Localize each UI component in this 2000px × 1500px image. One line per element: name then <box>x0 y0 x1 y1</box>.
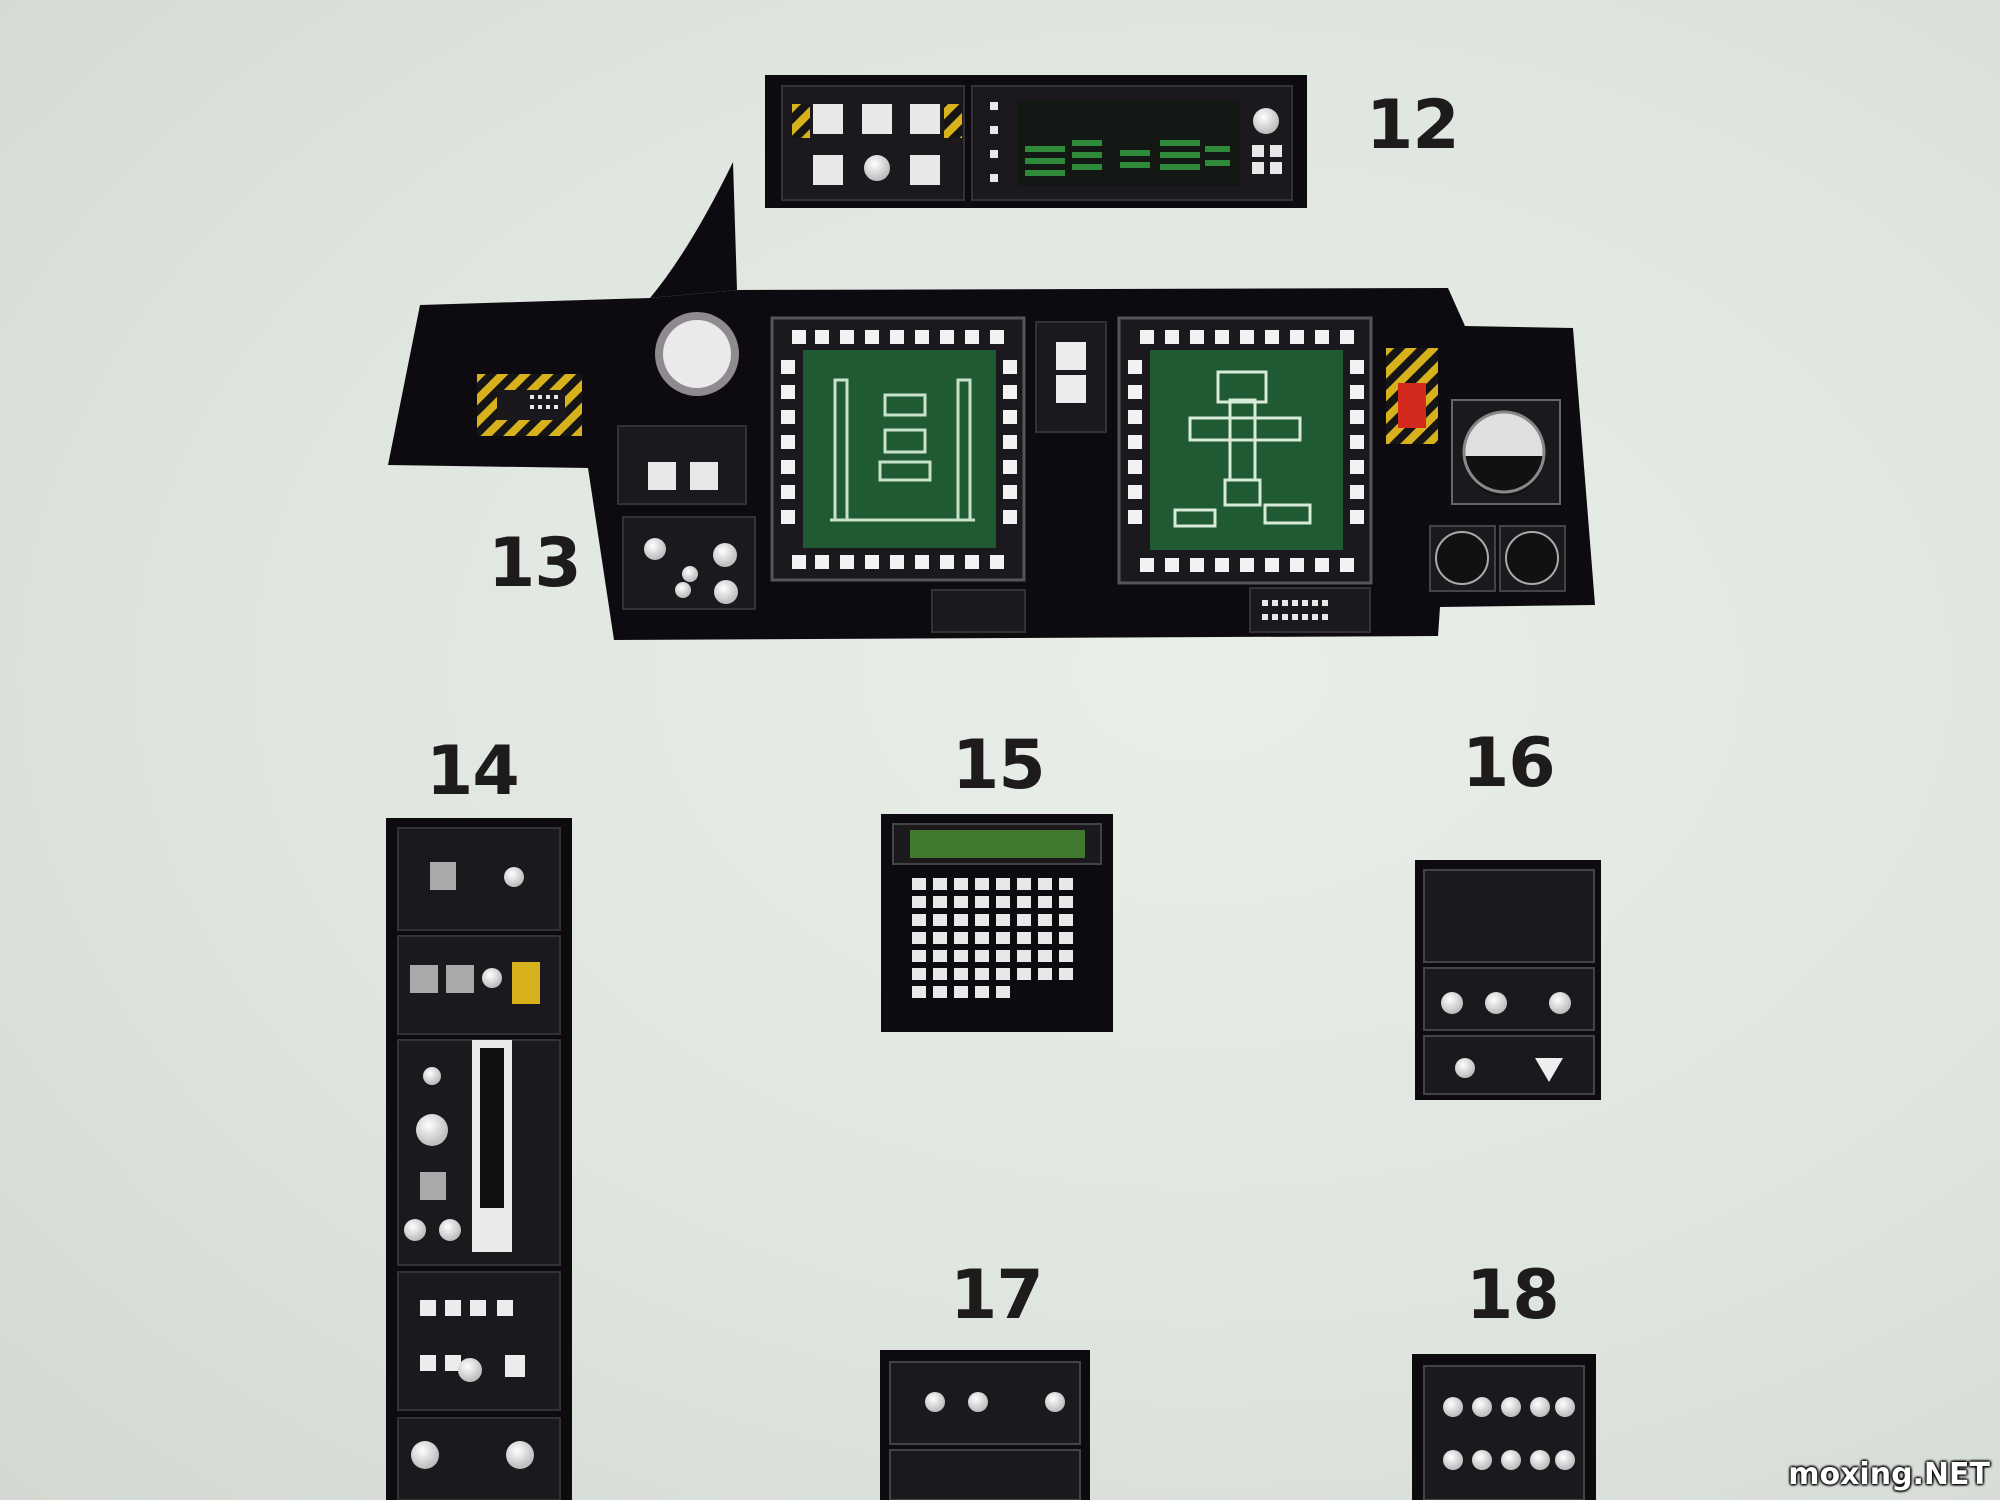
keypad-key <box>1059 968 1073 980</box>
keypad-key <box>1038 896 1052 908</box>
keypad-key <box>912 950 926 962</box>
keypad-key <box>1059 896 1073 908</box>
keypad-key <box>933 914 947 926</box>
keypad-key <box>1017 878 1031 890</box>
keypad-key <box>912 986 926 998</box>
keypad-key <box>975 968 989 980</box>
keypad-key <box>954 878 968 890</box>
keypad-key <box>933 986 947 998</box>
keypad-key <box>912 896 926 908</box>
keypad-key <box>912 878 926 890</box>
panel-12 <box>765 75 1307 208</box>
label-17: 17 <box>950 1256 1044 1335</box>
panel-13 <box>388 162 1595 640</box>
mfd-right-bezel-buttons <box>1128 330 1364 572</box>
keypad-key <box>1059 950 1073 962</box>
keypad-key <box>954 950 968 962</box>
keypad-key <box>996 950 1010 962</box>
label-13: 13 <box>488 524 582 603</box>
keypad-key <box>1038 914 1052 926</box>
keypad-key <box>954 896 968 908</box>
panel-15 <box>881 814 1113 1032</box>
label-18: 18 <box>1466 1256 1560 1335</box>
panel-18 <box>1412 1354 1596 1500</box>
keypad-key <box>954 914 968 926</box>
keypad-key <box>1017 896 1031 908</box>
label-12: 12 <box>1366 86 1460 165</box>
keypad-key <box>933 878 947 890</box>
keypad-key <box>996 896 1010 908</box>
keypad-key <box>954 968 968 980</box>
keypad <box>912 878 1073 998</box>
mfd-left-bezel-buttons <box>781 330 1017 569</box>
keypad-key <box>1038 878 1052 890</box>
keypad-key <box>1038 968 1052 980</box>
keypad-key <box>975 986 989 998</box>
keypad-key <box>933 968 947 980</box>
keypad-key <box>912 932 926 944</box>
keypad-key <box>1059 878 1073 890</box>
keypad-key <box>975 950 989 962</box>
panel-16 <box>1415 860 1601 1100</box>
keypad-key <box>912 968 926 980</box>
keypad-key <box>1059 932 1073 944</box>
keypad-key <box>933 932 947 944</box>
panel-14 <box>386 818 572 1500</box>
keypad-key <box>1038 932 1052 944</box>
keypad-key <box>996 914 1010 926</box>
keypad-key <box>996 878 1010 890</box>
keypad-key <box>996 968 1010 980</box>
keypad-key <box>933 896 947 908</box>
keypad-key <box>1017 950 1031 962</box>
keypad-key <box>933 950 947 962</box>
keypad-key <box>996 986 1010 998</box>
keypad-key <box>1017 968 1031 980</box>
keypad-key <box>975 878 989 890</box>
keypad-key <box>1017 932 1031 944</box>
label-16: 16 <box>1462 724 1556 803</box>
keypad-key <box>1059 914 1073 926</box>
keypad-key <box>975 896 989 908</box>
keypad-key <box>912 914 926 926</box>
keypad-key <box>975 914 989 926</box>
watermark: moxing.NET <box>1788 1457 1990 1492</box>
keypad-key <box>996 932 1010 944</box>
keypad-key <box>954 986 968 998</box>
keypad-key <box>1038 950 1052 962</box>
keypad-key <box>1017 914 1031 926</box>
panel-17 <box>880 1350 1090 1500</box>
keypad-key <box>954 932 968 944</box>
label-14: 14 <box>426 732 520 811</box>
keypad-key <box>975 932 989 944</box>
label-15: 15 <box>952 726 1046 805</box>
